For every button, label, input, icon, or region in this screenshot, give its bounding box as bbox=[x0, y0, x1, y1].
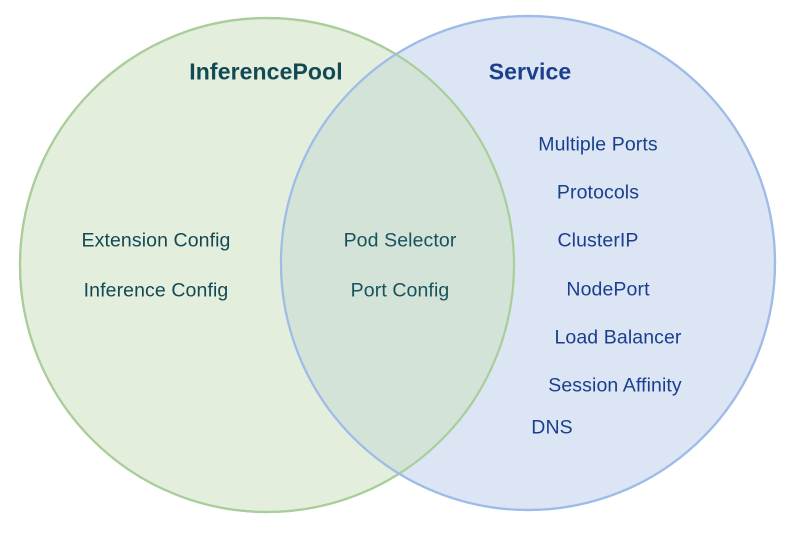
item-service-dns[interactable]: DNS bbox=[531, 416, 573, 439]
item-service-multiple-ports[interactable]: Multiple Ports bbox=[538, 133, 658, 156]
item-inferencepool-inference-config[interactable]: Inference Config bbox=[83, 279, 229, 302]
item-service-protocols[interactable]: Protocols bbox=[556, 181, 640, 204]
set-circle-service-outline bbox=[279, 14, 777, 512]
item-service-clusterip[interactable]: ClusterIP bbox=[557, 229, 639, 252]
set-title-inferencepool: InferencePool bbox=[189, 58, 343, 85]
item-service-load-balancer[interactable]: Load Balancer bbox=[554, 326, 682, 349]
set-circle-inferencepool-outline bbox=[18, 16, 516, 514]
item-inferencepool-extension-config[interactable]: Extension Config bbox=[81, 229, 231, 252]
set-title-service: Service bbox=[488, 58, 572, 85]
set-intersection-region[interactable] bbox=[281, 16, 775, 510]
item-shared-pod-selector[interactable]: Pod Selector bbox=[343, 229, 457, 252]
item-service-nodeport[interactable]: NodePort bbox=[566, 278, 650, 301]
item-service-session-affinity[interactable]: Session Affinity bbox=[548, 374, 682, 397]
item-shared-port-config[interactable]: Port Config bbox=[350, 279, 450, 302]
